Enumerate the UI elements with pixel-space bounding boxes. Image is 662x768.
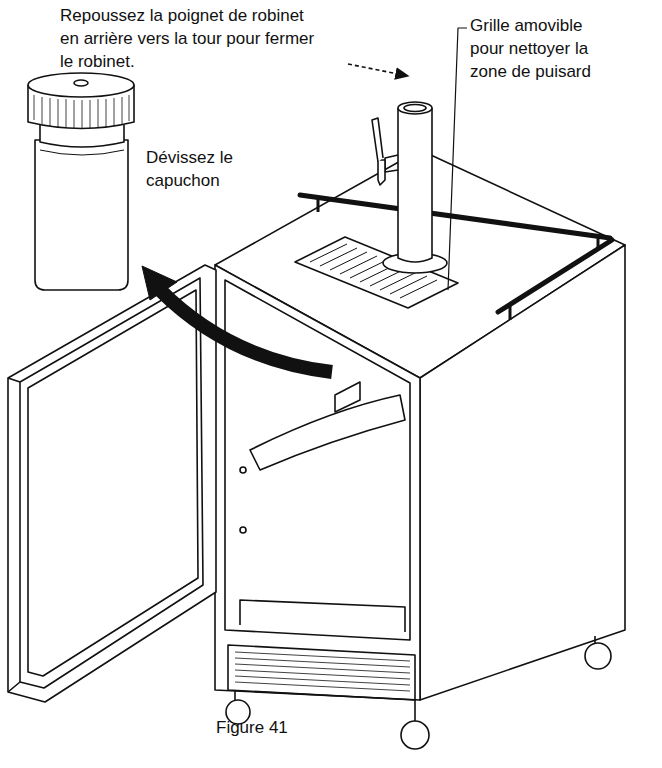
jar-icon — [28, 73, 134, 290]
grille-note: Grille amovible pour nettoyer la zone de… — [470, 14, 620, 83]
faucet-note: Repoussez la poignet de robinet en arriè… — [60, 4, 322, 73]
cap-note: Dévissez le capuchon — [146, 146, 264, 192]
figure-caption: Figure 41 — [216, 716, 336, 739]
